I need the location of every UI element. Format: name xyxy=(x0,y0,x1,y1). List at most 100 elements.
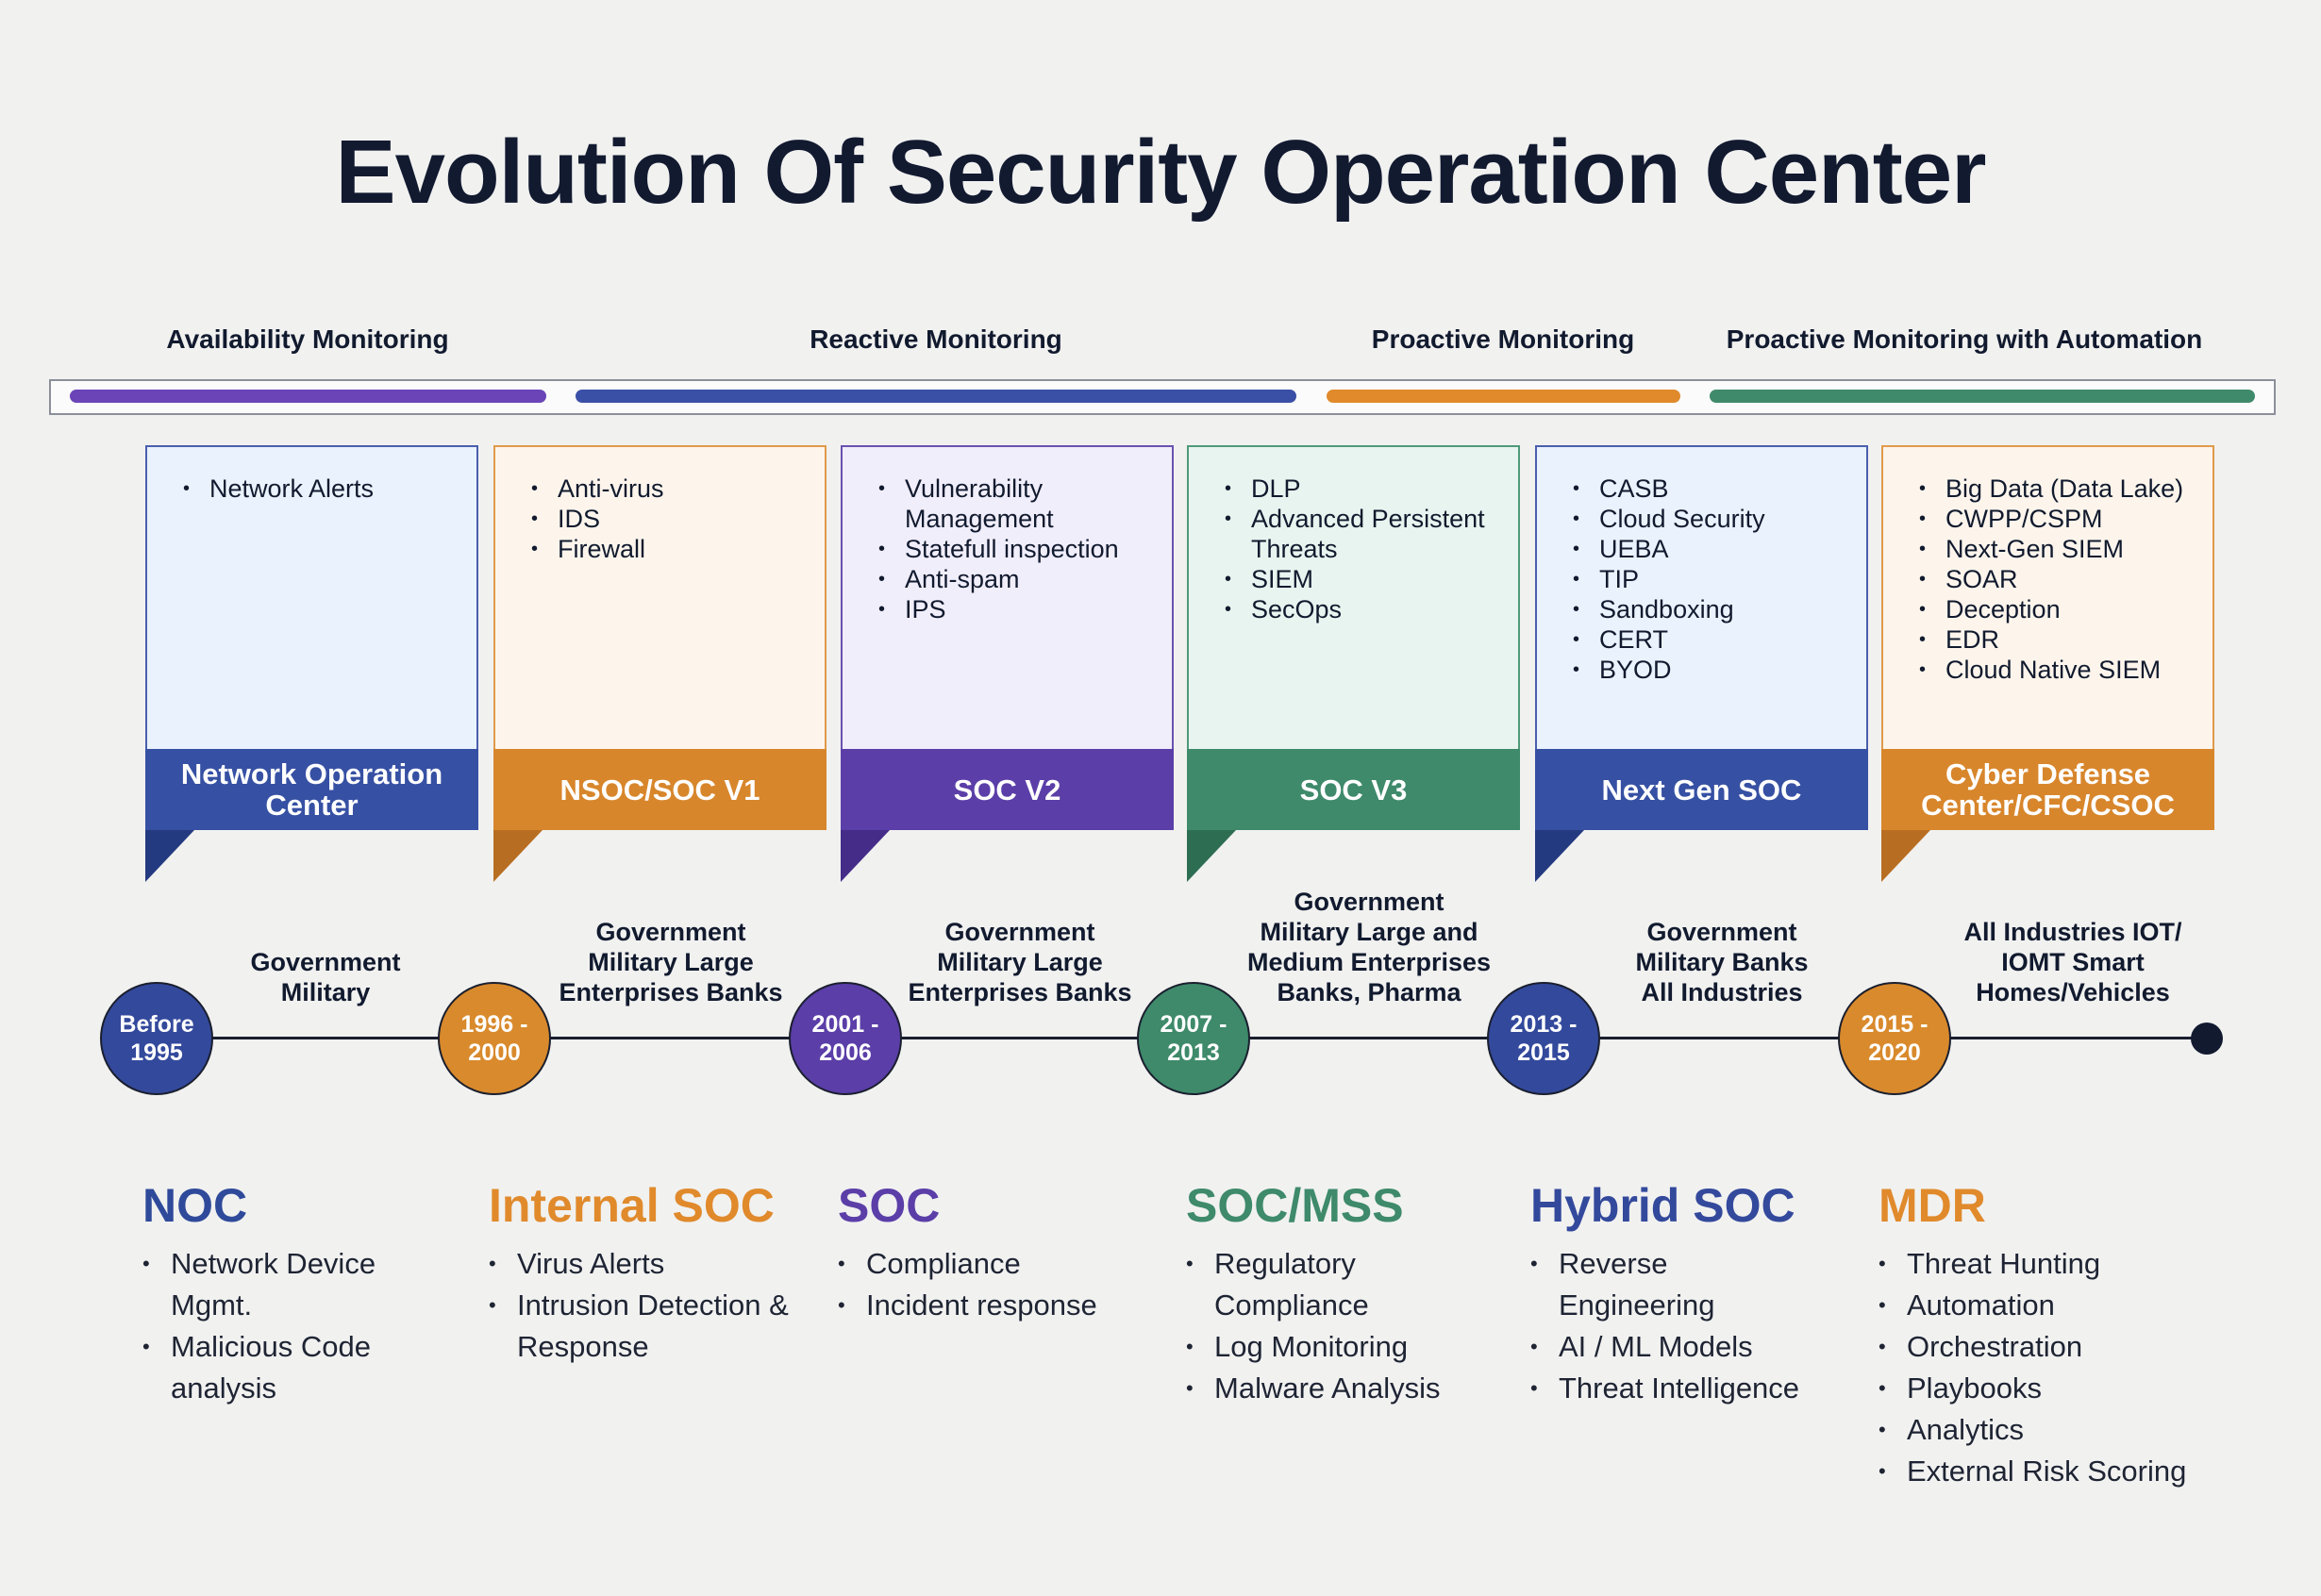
era-item: Analytics xyxy=(1879,1409,2218,1451)
page-title: Evolution Of Security Operation Center xyxy=(335,122,1987,223)
audience-line: Homes/Vehicles xyxy=(1976,978,2170,1006)
card-pointer xyxy=(493,830,543,882)
capability-item: EDR xyxy=(1919,624,2212,655)
period-circle: Before 1995 xyxy=(100,982,213,1095)
phase-bar xyxy=(70,390,546,403)
era-item: Regulatory Compliance xyxy=(1186,1243,1469,1326)
era-block: SOC/MSS Regulatory ComplianceLog Monitori… xyxy=(1186,1177,1469,1409)
period-label: 2007 - 2013 xyxy=(1160,1011,1227,1066)
period-circle: 1996 - 2000 xyxy=(438,982,551,1095)
period-circle: 2001 - 2006 xyxy=(789,982,902,1095)
phase-label: Proactive Monitoring xyxy=(1371,324,1635,354)
audience-line: Military xyxy=(280,978,371,1006)
era-title: MDR xyxy=(1879,1179,1986,1232)
capability-item: SecOps xyxy=(1225,594,1518,624)
audience-line: Enterprises Banks xyxy=(908,978,1132,1006)
capability-item: IDS xyxy=(531,504,825,534)
era-list: Network Device Mgmt.Malicious Code analy… xyxy=(142,1243,454,1409)
era-list: Virus AlertsIntrusion Detection & Respon… xyxy=(489,1243,800,1368)
era-title: Hybrid SOC xyxy=(1530,1179,1795,1232)
audience-line: Enterprises Banks xyxy=(559,978,783,1006)
phase-label: Availability Monitoring xyxy=(166,324,449,354)
card-body: Network Alerts xyxy=(145,445,478,749)
capability-item: CASB xyxy=(1573,474,1866,504)
era-item: Threat Intelligence xyxy=(1530,1368,1813,1409)
audience-line: Military Large xyxy=(588,948,754,976)
audience-line: Military Large and xyxy=(1260,918,1478,946)
capability-item: SIEM xyxy=(1225,564,1518,594)
capability-item: Vulnerability Management xyxy=(878,474,1172,534)
card-body: DLPAdvanced Persistent ThreatsSIEMSecOps xyxy=(1187,445,1520,749)
capability-list: CASBCloud SecurityUEBATIPSandboxingCERTB… xyxy=(1537,447,1866,685)
card-pointer xyxy=(1187,830,1236,882)
era-item: Intrusion Detection & Response xyxy=(489,1285,800,1368)
capability-list: Big Data (Data Lake)CWPP/CSPMNext-Gen SI… xyxy=(1883,447,2212,685)
era-item: Compliance xyxy=(838,1243,1149,1285)
era-item: Malware Analysis xyxy=(1186,1368,1469,1409)
era-item: Log Monitoring xyxy=(1186,1326,1469,1368)
era-item: Virus Alerts xyxy=(489,1243,800,1285)
era-title: SOC xyxy=(838,1179,941,1232)
card-body: CASBCloud SecurityUEBATIPSandboxingCERTB… xyxy=(1535,445,1868,749)
audience-line: Military Banks xyxy=(1635,948,1809,976)
era-block: MDRThreat HuntingAutomationOrchestration… xyxy=(1879,1177,2218,1492)
era-list: Regulatory ComplianceLog MonitoringMalwa… xyxy=(1186,1243,1469,1409)
audience-line: Government xyxy=(1294,888,1444,916)
phase-bar xyxy=(1327,390,1680,403)
era-list: Reverse EngineeringAI / ML ModelsThreat … xyxy=(1530,1243,1813,1409)
era-title: SOC/MSS xyxy=(1186,1179,1404,1232)
capability-item: Anti-spam xyxy=(878,564,1172,594)
audience-line: Military Large xyxy=(937,948,1103,976)
phase-bar xyxy=(576,390,1296,403)
soc-card: Vulnerability ManagementStatefull inspec… xyxy=(841,445,1174,882)
card-pointer xyxy=(1535,830,1584,882)
period-circle: 2015 - 2020 xyxy=(1838,982,1951,1095)
phase-label: Reactive Monitoring xyxy=(810,324,1062,354)
capability-item: TIP xyxy=(1573,564,1866,594)
phase-bar xyxy=(1710,390,2255,403)
period-label: 2013 - 2015 xyxy=(1510,1011,1578,1066)
audience-line: Government xyxy=(595,918,746,946)
era-item: Reverse Engineering xyxy=(1530,1243,1813,1326)
capability-item: Next-Gen SIEM xyxy=(1919,534,2212,564)
capability-item: Deception xyxy=(1919,594,2212,624)
period-label: 2001 - 2006 xyxy=(811,1011,879,1066)
capability-item: Advanced Persistent Threats xyxy=(1225,504,1518,564)
era-block: SOC ComplianceIncident response xyxy=(838,1177,1149,1326)
era-block: NOCNetwork Device Mgmt.Malicious Code an… xyxy=(142,1177,454,1409)
audience-line: Banks, Pharma xyxy=(1277,978,1461,1006)
card-body: Anti-virusIDSFirewall xyxy=(493,445,827,749)
capability-item: CWPP/CSPM xyxy=(1919,504,2212,534)
capability-item: UEBA xyxy=(1573,534,1866,564)
era-item: AI / ML Models xyxy=(1530,1326,1813,1368)
card-pointer xyxy=(145,830,194,882)
audience-line: All Industries xyxy=(1641,978,1803,1006)
capability-list: Network Alerts xyxy=(147,447,476,504)
era-item: External Risk Scoring xyxy=(1879,1451,2218,1492)
audience-line: Government xyxy=(250,948,401,976)
card-heading: Network Operation Center xyxy=(145,749,478,830)
period-label: Before 1995 xyxy=(119,1011,194,1066)
capability-item: Statefull inspection xyxy=(878,534,1172,564)
era-block: Hybrid SOC Reverse EngineeringAI / ML Mod… xyxy=(1530,1177,1813,1409)
card-heading: NSOC/SOC V1 xyxy=(493,749,827,830)
capability-list: Vulnerability ManagementStatefull inspec… xyxy=(843,447,1172,624)
card-heading: Cyber Defense Center/CFC/CSOC xyxy=(1881,749,2214,830)
capability-item: SOAR xyxy=(1919,564,2212,594)
capability-item: Sandboxing xyxy=(1573,594,1866,624)
era-item: Threat Hunting xyxy=(1879,1243,2218,1285)
card-pointer xyxy=(1881,830,1930,882)
card-heading: SOC V3 xyxy=(1187,749,1520,830)
soc-card: DLPAdvanced Persistent ThreatsSIEMSecOps… xyxy=(1187,445,1520,882)
audience-line: Government xyxy=(1646,918,1797,946)
capability-item: Cloud Security xyxy=(1573,504,1866,534)
timeline-end-dot xyxy=(2191,1022,2223,1055)
audience-line: Medium Enterprises xyxy=(1246,948,1492,976)
capability-item: CERT xyxy=(1573,624,1866,655)
era-list: ComplianceIncident response xyxy=(838,1243,1149,1326)
period-label: 1996 - 2000 xyxy=(460,1011,528,1066)
